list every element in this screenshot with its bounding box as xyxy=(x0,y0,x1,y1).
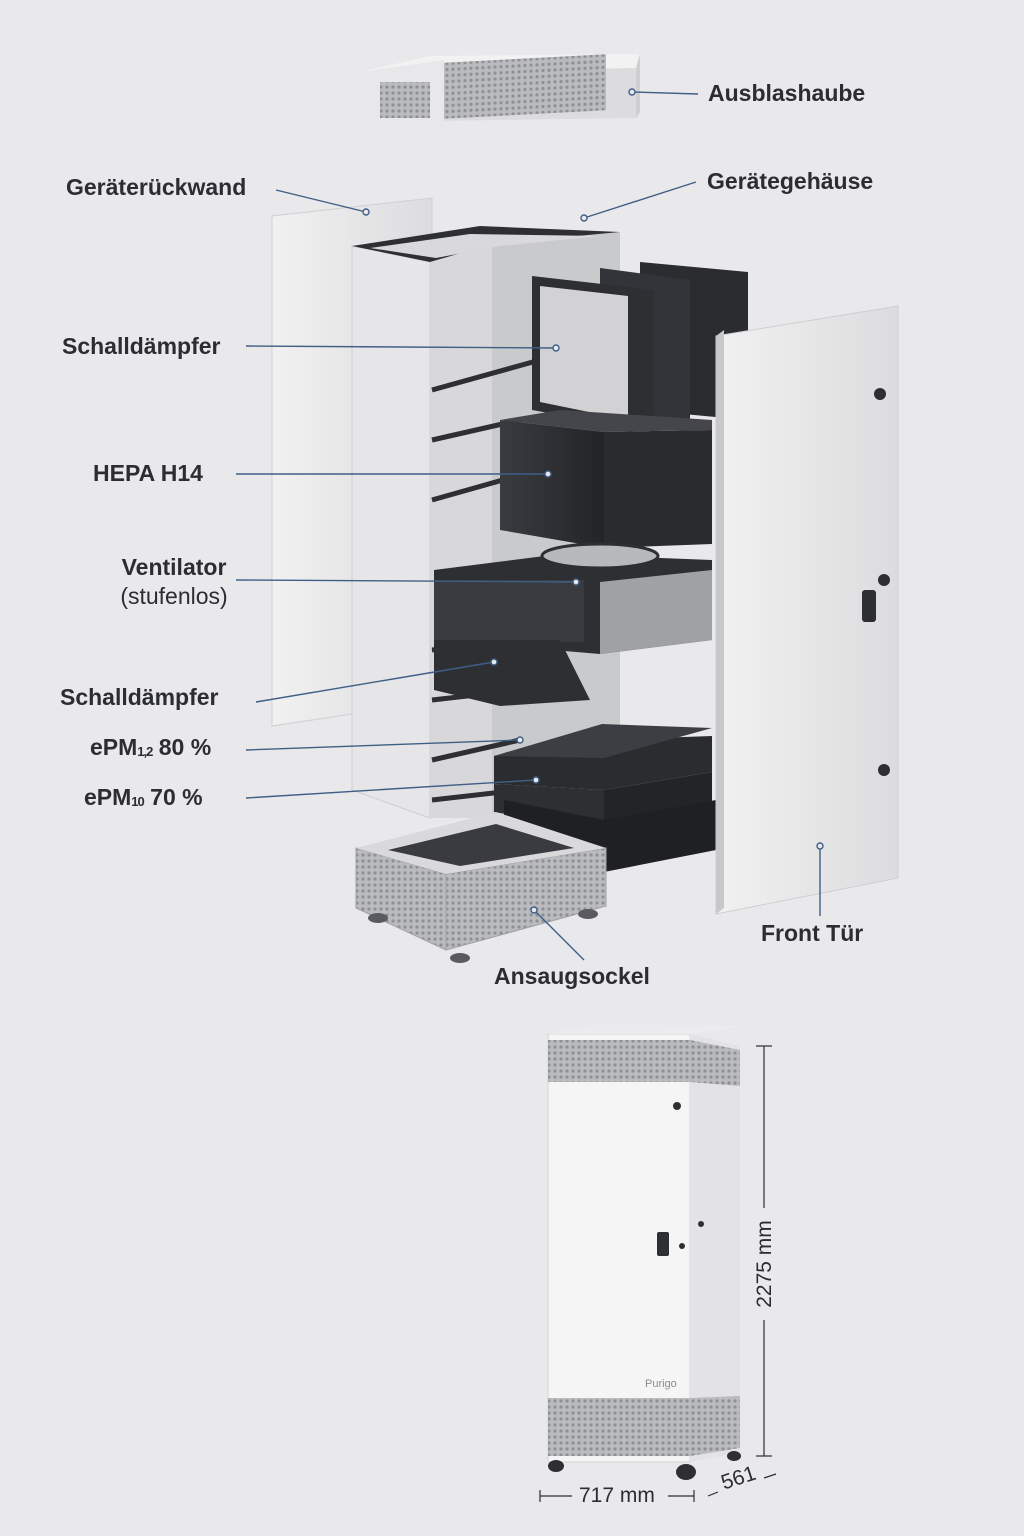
leader-schalldaempfer-top xyxy=(245,345,557,349)
label-ausblashaube: Ausblashaube xyxy=(708,80,866,106)
leader-ventilator xyxy=(235,579,577,583)
fan-part xyxy=(434,542,712,654)
leader-schalldaempfer-bottom xyxy=(255,661,495,703)
dimension-height: 2275 mm xyxy=(753,1220,776,1308)
label-epm10: ePM10 70 % xyxy=(84,784,203,810)
prefilter-part xyxy=(494,724,716,872)
label-schalldaempfer-top: Schalldämpfer xyxy=(62,333,221,359)
leader-ausblashaube xyxy=(631,91,699,95)
label-schalldaempfer-bottom: Schalldämpfer xyxy=(60,684,219,710)
intake-base-part xyxy=(355,812,607,963)
leader-ansaugsockel xyxy=(533,909,585,961)
label-ventilator-sub: (stufenlos) xyxy=(120,583,228,609)
silencer-bottom-part xyxy=(434,640,590,706)
label-geraeteruckwand: Geräterückwand xyxy=(66,174,247,200)
assembled-unit xyxy=(547,1024,744,1480)
leader-epm1 xyxy=(245,739,521,751)
leader-geraetegehaeuse xyxy=(583,181,697,219)
label-ansaugsockel: Ansaugsockel xyxy=(494,963,650,989)
leader-geraeteruckwand xyxy=(275,189,367,213)
label-ventilator: Ventilator (stufenlos) xyxy=(84,556,264,608)
dimension-lines xyxy=(539,1045,777,1502)
brand-logo-text: Purigo xyxy=(645,1378,677,1390)
leader-epm10 xyxy=(245,779,537,799)
leader-lines xyxy=(235,91,821,961)
ausblashaube-part xyxy=(360,54,640,150)
label-geraetegehaeuse: Gerätegehäuse xyxy=(707,168,874,194)
label-front-tuer: Front Tür xyxy=(761,920,864,946)
front-door-part xyxy=(715,305,899,915)
dimension-width: 717 mm xyxy=(579,1484,655,1507)
label-ventilator-main: Ventilator xyxy=(121,554,227,580)
label-epm1: ePM1,2 80 % xyxy=(90,734,212,760)
label-hepa: HEPA H14 xyxy=(93,460,203,486)
hepa-filter-part xyxy=(500,410,712,548)
